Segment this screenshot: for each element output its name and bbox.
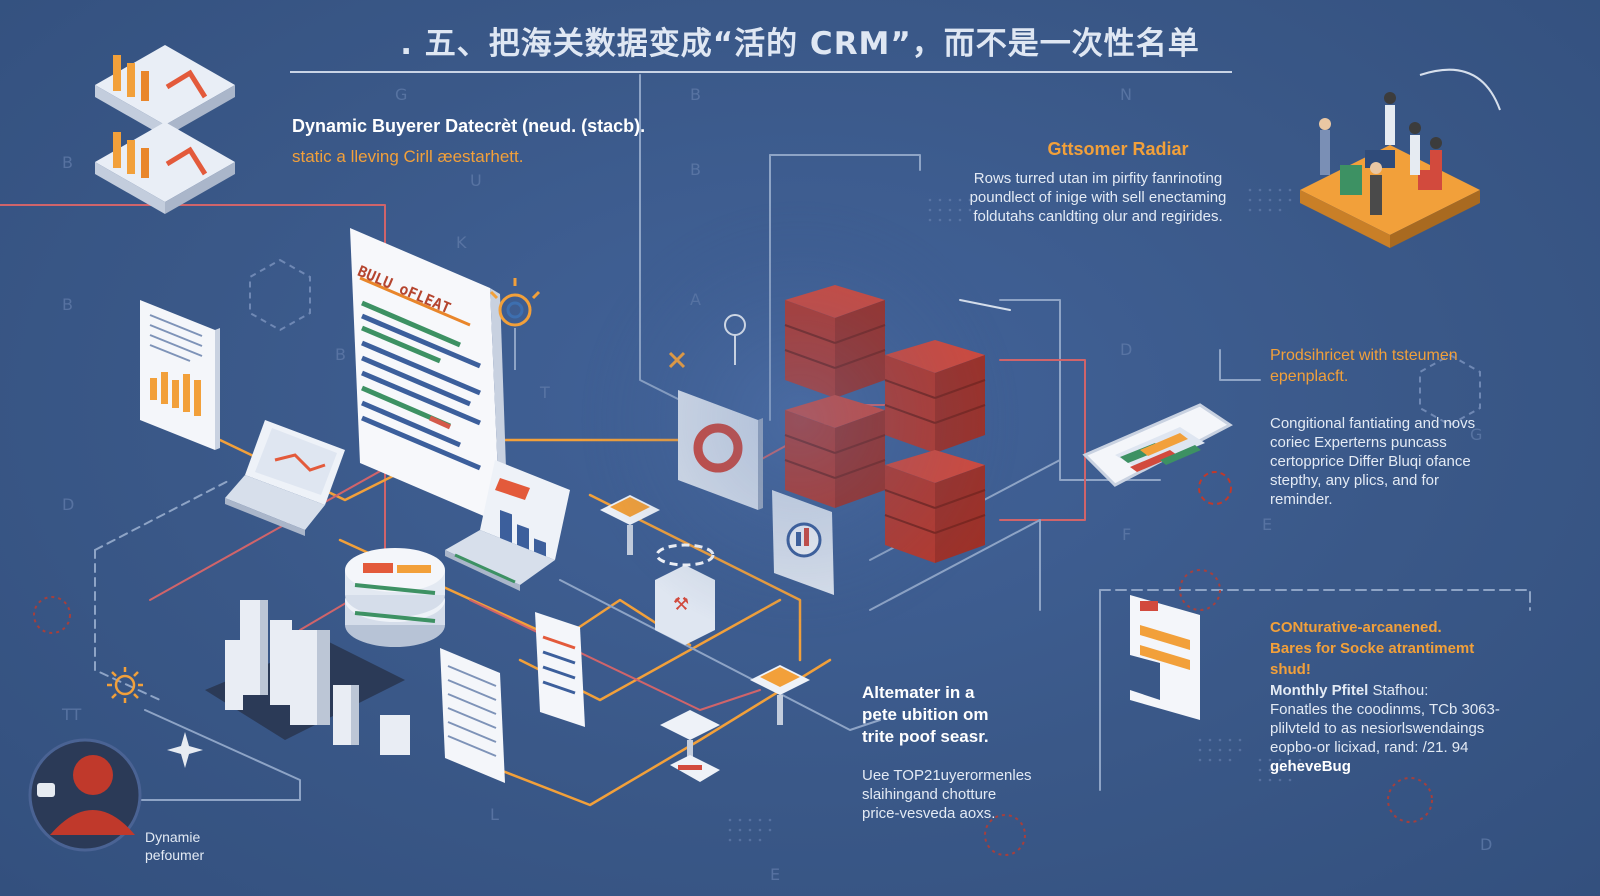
connector-grey-2 (769, 154, 921, 171)
svg-text:L: L (490, 805, 499, 824)
bottom-right-heading: CONturative-arcanened. Bares for Socke a… (1270, 617, 1474, 680)
center-bottom-heading-line: trite poof seasr. (862, 727, 989, 746)
dashed-hexagon-icon-right (1419, 353, 1481, 427)
page-title: . 五、把海关数据变成“活的 CRM”，而不是一次性名单 (400, 26, 1200, 62)
dashed-hexagon-icon-left (249, 258, 311, 332)
chart-card-top (95, 45, 235, 137)
right-mid-line: certopprice Differ Bluqi ofance (1270, 453, 1471, 470)
center-bottom-heading: Altemater in a pete ubition om trite poo… (862, 682, 989, 748)
customer-radar-line: foldutahs canldting olur and regirides. (973, 208, 1223, 225)
center-bottom-line: price-vesveda aoxs. (862, 805, 996, 822)
center-bottom-line: slaihingand chotture (862, 786, 997, 803)
center-bottom-heading-line: Altemater in a (862, 683, 975, 702)
lightbulb-icon (489, 278, 541, 370)
report-card-icon (535, 612, 585, 727)
svg-text:D: D (1120, 340, 1132, 359)
right-mid-heading-line: Prodsihricet with tsteumen (1270, 347, 1458, 364)
bottom-right-lead-bold: Monthly Pfitel (1270, 682, 1369, 699)
avatar-icon (28, 738, 142, 852)
city-buildings-icon (205, 600, 410, 755)
bottom-left-line: Dynamie (145, 829, 201, 845)
bottom-left-caption: Dynamie pefoumer (145, 828, 204, 864)
connector-grey-8 (129, 709, 301, 801)
svg-text:E: E (1262, 515, 1272, 534)
bottom-right-lead-rest: Stafhou: (1368, 682, 1429, 699)
center-bottom-body: Uee TOP21uyerormenles slaihingand chottu… (862, 766, 1032, 823)
summary-document-icon (1130, 595, 1200, 720)
svg-text:D: D (62, 495, 74, 514)
svg-text:G: G (395, 85, 407, 104)
bottom-right-heading-line: Bares for Socke atrantimemt (1270, 640, 1475, 657)
glow-spot (580, 200, 1020, 640)
chart-card-bottom (95, 122, 235, 214)
bottom-right-body: Monthly Pfitel Stafhou: Fonatles the coo… (1270, 681, 1500, 776)
customer-radar-heading-wrap: Gttsomer Radiar (0, 139, 1600, 160)
database-stack-icon (345, 548, 445, 647)
customer-radar-line: Rows turred utan im pirfity fanrinoting (973, 170, 1223, 187)
svg-text:B: B (335, 345, 346, 364)
top-left-text: Dynamic Buyerer Datecrèt (neud. (stacb).… (292, 116, 645, 167)
sparkle-icon (167, 732, 203, 768)
top-left-heading: Dynamic Buyerer Datecrèt (neud. (stacb). (292, 116, 646, 136)
connector-orange-4 (498, 658, 832, 807)
center-bottom-line: Uee TOP21uyerormenles (862, 767, 1032, 784)
right-mid-line: stepthy, any plics, and for (1270, 472, 1439, 489)
svg-text:B: B (690, 160, 701, 179)
svg-text:T: T (539, 383, 550, 402)
svg-text:D: D (1480, 835, 1492, 854)
bottom-right-line: eopbo-or licixad, rand: /21. 94 (1270, 739, 1469, 756)
halftone-dots (728, 188, 1302, 842)
stacked-chart-cards-icon (95, 45, 235, 214)
customer-radar-line: poundlect of inige with sell enectaming (969, 189, 1227, 206)
connector-dashed-left (94, 479, 231, 551)
list-document-icon (440, 648, 505, 783)
large-document-icon (350, 228, 508, 526)
svg-text:B: B (690, 85, 701, 104)
team-workspace-icon (1300, 68, 1501, 248)
bottom-right-line: plilvteld to as nesiorlswendaings (1270, 720, 1485, 737)
svg-text:E: E (770, 865, 780, 884)
svg-text:N: N (1120, 85, 1132, 104)
bottom-right-line: Fonatles the coodinms, TCb 3063- (1270, 701, 1500, 718)
right-mid-line: coriec Experterns puncass (1270, 434, 1447, 451)
top-left-subheading: static a lleving Cirll æestarhett. (292, 147, 524, 166)
sun-icon (107, 667, 143, 703)
svg-text:TT: TT (61, 705, 81, 724)
laptop-icon-left (225, 420, 345, 536)
bottom-left-line: pefoumer (145, 847, 205, 863)
dashed-ring-icons (33, 569, 1433, 856)
connector-grey-6 (1099, 589, 1531, 611)
svg-text:F: F (1122, 525, 1131, 544)
bottom-right-heading-line: shud! (1270, 661, 1311, 678)
svg-text:G: G (1470, 425, 1482, 444)
right-mid-heading-line: epenplacft. (1270, 368, 1349, 385)
right-mid-line: Congitional fantiating and novs (1270, 415, 1476, 432)
connector-grey-5 (1219, 349, 1261, 381)
right-mid-body: Congitional fantiating and novs coriec E… (1270, 414, 1475, 509)
smartphone-icon (1082, 403, 1233, 487)
laptop-icon-center (445, 460, 570, 591)
right-mid-heading: Prodsihricet with tsteumen epenplacft. (1270, 345, 1458, 387)
svg-text:K: K (456, 233, 467, 252)
svg-text:B: B (62, 295, 73, 314)
right-mid-line: reminder. (1270, 491, 1333, 508)
customer-radar-heading: Gttsomer Radiar (1047, 139, 1189, 159)
svg-text:U: U (470, 171, 482, 190)
center-bottom-heading-line: pete ubition om (862, 705, 989, 724)
bottom-right-lead: Monthly Pfitel Stafhou: (1270, 681, 1500, 700)
connector-dashed-left2 (94, 549, 161, 701)
bar-report-icon (140, 300, 220, 450)
connector-red-mid (999, 359, 1086, 521)
bottom-right-heading-line: CONturative-arcanened. (1270, 619, 1442, 636)
svg-text:B: B (62, 153, 73, 172)
refresh-ring-icon (1198, 471, 1232, 505)
customer-radar-body: Rows turred utan im pirfity fanrinoting … (920, 169, 1276, 226)
bottom-right-tail: geheveBug (1270, 758, 1351, 775)
